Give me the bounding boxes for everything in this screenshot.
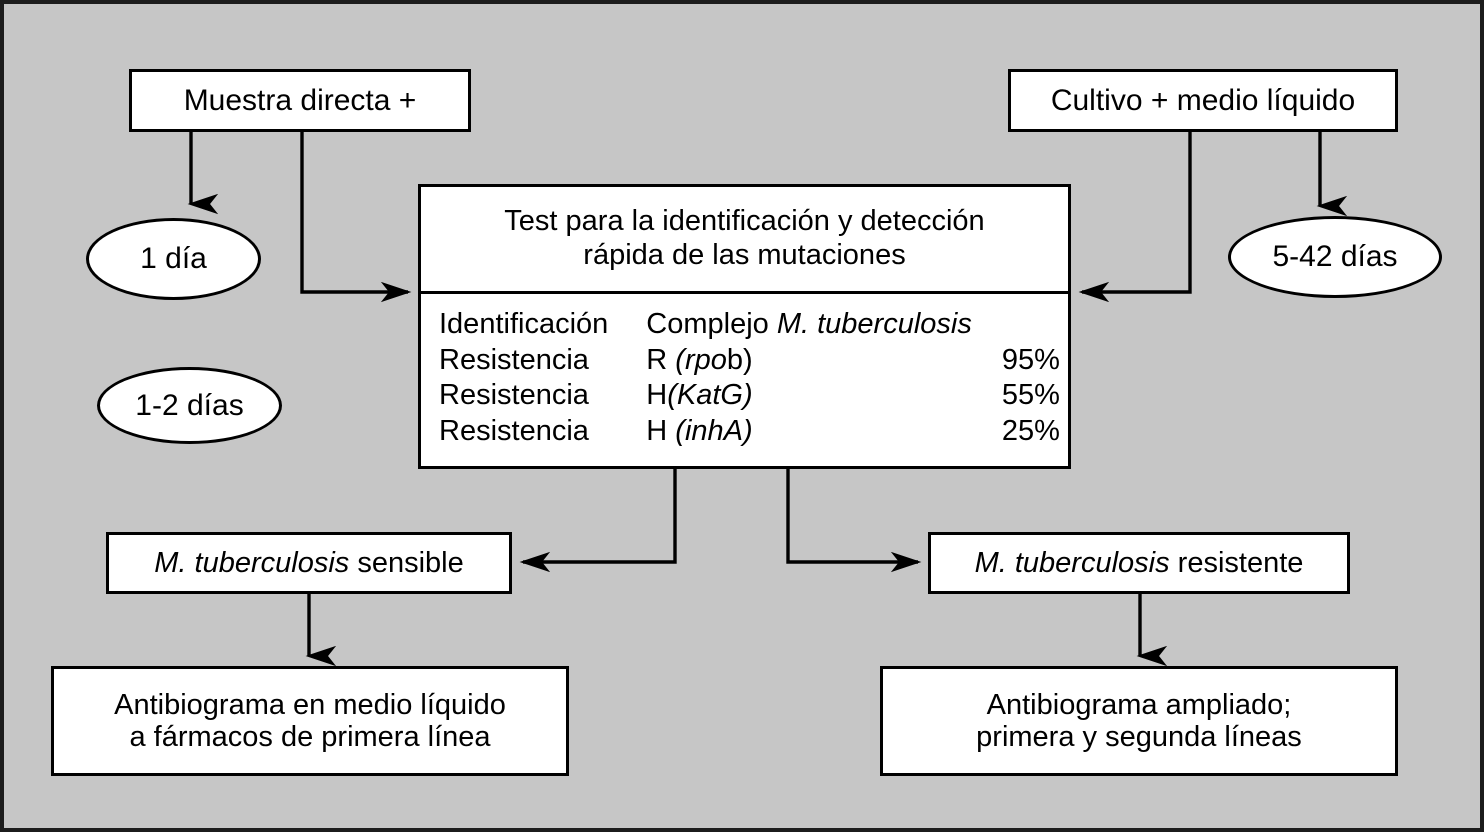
node-mtb-resistente-qualifier: resistente: [1169, 546, 1304, 579]
test-panel-row-kind: Identificación: [439, 308, 609, 340]
test-panel-row-kind: Resistencia: [439, 379, 589, 412]
node-antibiograma-ampliado-line2: primera y segunda líneas: [976, 721, 1302, 753]
test-panel-row: Identificación Complejo M. tuberculosis: [439, 308, 1060, 344]
node-mtb-resistente-label: M. tuberculosis resistente: [975, 547, 1304, 579]
node-mtb-resistente[interactable]: M. tuberculosis resistente: [928, 532, 1350, 594]
test-panel-row-kind: Resistencia: [439, 343, 589, 376]
node-tiempo-5-42-dias-label: 5-42 días: [1272, 240, 1398, 274]
node-antibiograma-ampliado[interactable]: Antibiograma ampliado; primera y segunda…: [880, 666, 1398, 776]
node-mtb-sensible-qualifier: sensible: [349, 546, 464, 579]
node-mtb-sensible-label: M. tuberculosis sensible: [154, 547, 463, 579]
edge-test-to-sensible: [519, 469, 677, 573]
node-tiempo-1-2-dias-label: 1-2 días: [135, 388, 244, 422]
test-panel-title: Test para la identificación y detección …: [421, 187, 1068, 291]
node-antibiograma-ampliado-line1: Antibiograma ampliado;: [986, 688, 1292, 721]
edge-test-to-resistente: [786, 469, 922, 573]
node-tiempo-1-2-dias[interactable]: 1-2 días: [97, 367, 282, 444]
edge-culture-to-test: [1078, 132, 1192, 303]
test-panel-row-kind: Resistencia: [439, 414, 589, 447]
node-cultivo-medio-liquido-label: Cultivo + medio líquido: [1050, 83, 1356, 117]
node-mtb-resistente-species: M. tuberculosis: [974, 546, 1170, 579]
test-panel-row-value: 55%: [1001, 379, 1060, 412]
test-panel-title-line1: Test para la identificación y detección: [504, 205, 985, 238]
node-antibiograma-medio-liquido-line2: a fármacos de primera línea: [129, 721, 491, 753]
test-panel-divider: [421, 291, 1068, 294]
node-tiempo-1-dia-label: 1 día: [140, 242, 207, 276]
edge-sample-to-test: [300, 132, 412, 303]
test-panel-row: Resistencia H(KatG) 55%: [439, 379, 1060, 415]
test-panel-row-value: [1002, 308, 1060, 344]
node-cultivo-medio-liquido[interactable]: Cultivo + medio líquido: [1008, 69, 1398, 132]
test-panel-row-value: 95%: [1001, 343, 1060, 376]
test-panel-row-target: H(KatG): [646, 379, 753, 412]
test-panel-row-target: Complejo M. tuberculosis: [646, 308, 972, 340]
test-panel-row-target: H (inhA): [646, 414, 753, 447]
test-panel-row: Resistencia R (rpob) 95%: [439, 344, 1060, 380]
test-panel-row-value: 25%: [1001, 414, 1060, 447]
test-panel-row: Resistencia H (inhA) 25%: [439, 415, 1060, 451]
test-panel-row-target: R (rpob): [646, 343, 753, 376]
node-muestra-directa-label: Muestra directa +: [183, 83, 417, 117]
node-antibiograma-medio-liquido[interactable]: Antibiograma en medio líquido a fármacos…: [51, 666, 569, 776]
node-mtb-sensible[interactable]: M. tuberculosis sensible: [106, 532, 512, 594]
node-tiempo-1-dia[interactable]: 1 día: [86, 218, 261, 300]
node-muestra-directa[interactable]: Muestra directa +: [129, 69, 471, 132]
node-mtb-sensible-species: M. tuberculosis: [154, 546, 350, 579]
test-panel-title-line2: rápida de las mutaciones: [583, 239, 906, 271]
node-test-panel[interactable]: Test para la identificación y detección …: [418, 184, 1071, 469]
node-tiempo-5-42-dias[interactable]: 5-42 días: [1228, 216, 1442, 298]
node-antibiograma-medio-liquido-line1: Antibiograma en medio líquido: [114, 688, 506, 721]
